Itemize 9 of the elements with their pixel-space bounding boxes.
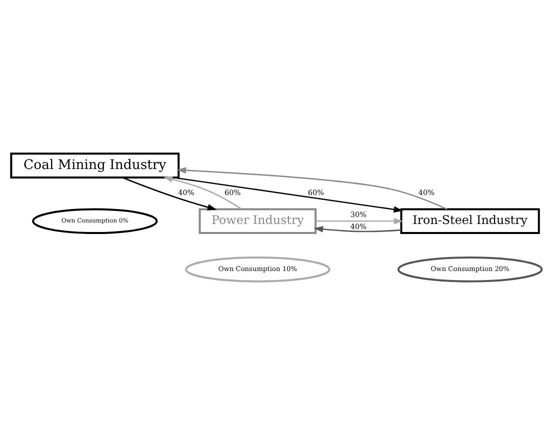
arrow bbox=[163, 176, 242, 210]
arrow bbox=[122, 176, 217, 210]
node-box: Power Industry bbox=[198, 208, 317, 234]
arrow bbox=[316, 218, 404, 224]
node-box: Coal Mining Industry bbox=[10, 152, 180, 178]
arrow bbox=[176, 167, 448, 210]
arrow bbox=[172, 176, 404, 213]
arrow bbox=[314, 226, 401, 232]
node-box: Iron-Steel Industry bbox=[400, 208, 540, 234]
